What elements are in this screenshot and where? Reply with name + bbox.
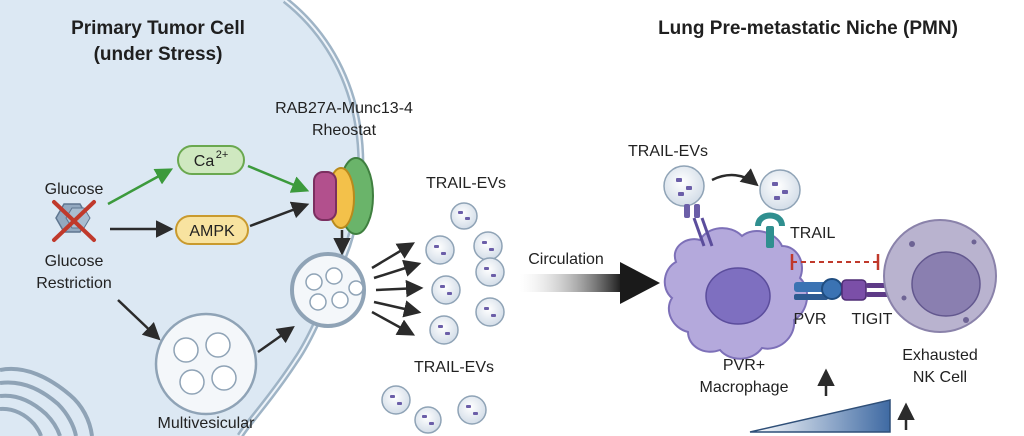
calcium-superscript: 2+ xyxy=(216,149,229,161)
trail-label: TRAIL xyxy=(790,225,835,242)
trail-evs-top-label: TRAIL-EVs xyxy=(426,175,506,192)
calcium-label: Ca xyxy=(194,153,215,170)
rheostat-label-line1: RAB27A-Munc13-4 xyxy=(275,100,413,117)
increase-gradient-wedge xyxy=(749,399,891,433)
fusing-mvb xyxy=(290,252,366,328)
nk-label-line1: Exhausted xyxy=(902,347,978,364)
rab27a-munc13-4-complex-icon xyxy=(313,157,374,235)
arrow-restriction-to-mvb xyxy=(117,299,161,341)
ev-7 xyxy=(429,315,459,345)
ev-docking-left xyxy=(663,165,705,218)
glucose-restriction-line2: Restriction xyxy=(36,275,112,292)
ev-2 xyxy=(425,235,455,265)
ev-4 xyxy=(431,275,461,305)
inhibition-indicator xyxy=(790,254,880,270)
rheostat-label-line2: Rheostat xyxy=(312,122,377,139)
ampk-node: AMPK xyxy=(175,215,249,245)
macrophage-label-line2: Macrophage xyxy=(700,379,789,396)
glucose-label: Glucose xyxy=(45,181,104,198)
left-title-line2: (under Stress) xyxy=(94,44,223,65)
glucose-restriction-line1: Glucose xyxy=(45,253,104,270)
ev-binding-receptor-icon xyxy=(692,217,714,247)
ev-3 xyxy=(473,231,503,261)
trail-evs-right-label: TRAIL-EVs xyxy=(628,143,708,160)
ev-release-arrows xyxy=(371,242,424,336)
pvr-label: PVR xyxy=(794,311,827,328)
multivesicular-body xyxy=(154,312,258,416)
trail-receptor-icon xyxy=(755,212,785,248)
ev-9 xyxy=(414,406,442,434)
multivesicular-label: Multivesicular xyxy=(158,415,256,432)
arrow-glucose-to-ca xyxy=(107,168,174,206)
nk-cell xyxy=(883,219,997,333)
macrophage-cell xyxy=(663,227,809,360)
ev-6 xyxy=(475,297,505,327)
circulation-label: Circulation xyxy=(528,251,604,268)
ampk-label: AMPK xyxy=(189,223,235,240)
macrophage-label-line1: PVR+ xyxy=(723,357,765,374)
ev-10 xyxy=(457,395,487,425)
calcium-node: Ca 2+ xyxy=(177,145,245,175)
arrow-ampk-to-rheostat xyxy=(249,201,310,228)
trail-evs-bottom-label: TRAIL-EVs xyxy=(414,359,494,376)
ev-1 xyxy=(450,202,478,230)
right-title: Lung Pre-metastatic Niche (PMN) xyxy=(658,18,958,39)
arrow-ev-transfer xyxy=(711,168,759,187)
nk-label-line2: NK Cell xyxy=(913,369,967,386)
released-ev-cluster xyxy=(381,202,505,434)
ev-8 xyxy=(381,385,411,415)
arrow-ca-to-rheostat xyxy=(247,164,310,193)
circulation-arrow xyxy=(520,262,660,304)
restriction-cross-icon xyxy=(52,200,96,242)
pvr-tigit-synapse xyxy=(794,278,898,301)
ev-5 xyxy=(475,257,505,287)
arrow-mvb-to-membrane xyxy=(257,325,295,354)
tigit-label: TIGIT xyxy=(852,311,893,328)
ev-docking-right xyxy=(759,169,801,211)
endoplasmic-reticulum xyxy=(0,366,94,436)
left-title-line1: Primary Tumor Cell xyxy=(71,18,245,39)
